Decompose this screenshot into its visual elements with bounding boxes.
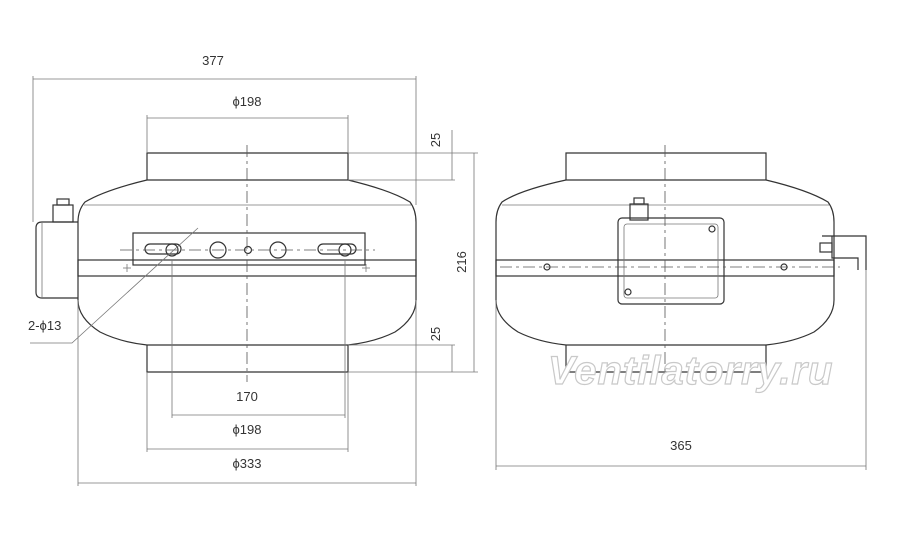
dim-right-overall-width: 365	[670, 438, 692, 453]
dim-overall-width: 377	[202, 53, 224, 68]
side-bracket	[822, 235, 867, 270]
dim-bottom-collar: 25	[428, 327, 443, 341]
hole	[209, 241, 227, 259]
dim-slot-distance: 170	[236, 389, 258, 404]
bottom-collar	[146, 345, 349, 373]
bracket-plate	[132, 232, 366, 266]
terminal-box-side	[35, 221, 78, 299]
slot-left	[144, 243, 182, 255]
right-dimensions: 365	[495, 270, 867, 470]
dim-body-diameter: ϕ333	[233, 456, 262, 471]
top-collar	[146, 152, 349, 180]
fan-body	[495, 179, 835, 346]
cable-gland	[52, 204, 74, 223]
right-view	[495, 145, 867, 380]
bottom-collar	[565, 345, 767, 373]
dim-top-collar: 25	[428, 133, 443, 147]
dim-inlet-bottom: ϕ198	[233, 422, 262, 437]
left-view	[30, 145, 417, 382]
watermark: Ventilatorry.ru	[548, 349, 833, 393]
cable-gland-nut	[56, 198, 70, 206]
dim-inlet-top: ϕ198	[233, 94, 262, 109]
hole-note: 2-ϕ13	[28, 318, 61, 333]
hole-leader	[30, 227, 199, 344]
slot-right	[317, 243, 357, 255]
top-collar	[565, 152, 767, 180]
dim-total-height: 216	[454, 251, 469, 273]
terminal-box	[617, 217, 725, 305]
left-dimensions: 377 ϕ198 170 ϕ198 ϕ333 25 216 25 2-ϕ13	[28, 53, 478, 486]
